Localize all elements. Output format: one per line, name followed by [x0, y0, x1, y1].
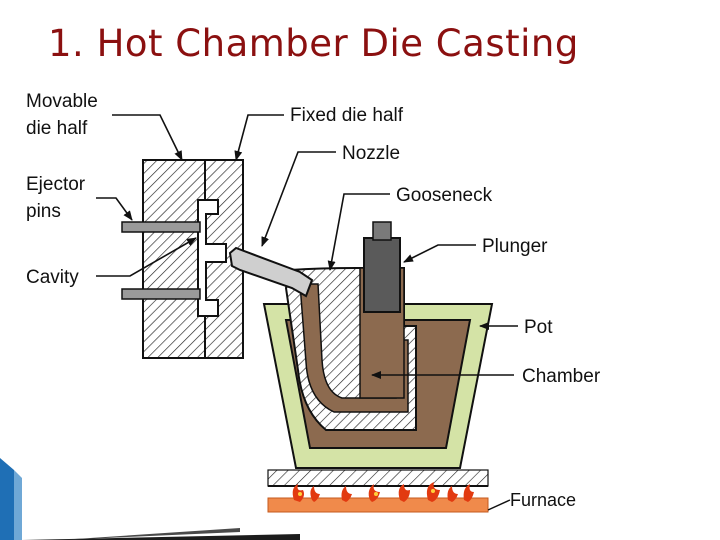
leader-furnace — [487, 499, 511, 511]
leader-movable-die-half — [112, 114, 183, 161]
slide-accent-lines — [0, 458, 300, 540]
label-ejector-pins-2: pins — [26, 201, 61, 222]
label-nozzle: Nozzle — [342, 143, 400, 164]
label-furnace: Furnace — [510, 490, 576, 510]
label-ejector-pins-1: Ejector — [26, 174, 86, 195]
leader-plunger — [403, 244, 476, 263]
leader-nozzle — [261, 151, 336, 247]
leader-fixed-die-half — [234, 114, 284, 161]
die-cavity — [197, 199, 227, 317]
plunger-rod — [372, 221, 392, 241]
furnace-flames — [292, 482, 474, 502]
label-movable-die-half-2: die half — [26, 118, 88, 139]
furnace-ground — [267, 469, 489, 487]
plunger — [363, 237, 401, 313]
label-chamber: Chamber — [522, 366, 601, 387]
label-plunger: Plunger — [482, 236, 548, 257]
leader-gooseneck — [327, 193, 390, 271]
movable-die-half — [142, 159, 206, 359]
ejector-pin-lower — [121, 288, 201, 300]
label-pot: Pot — [524, 317, 553, 338]
label-fixed-die-half: Fixed die half — [290, 105, 404, 126]
label-movable-die-half-1: Movable — [26, 91, 98, 112]
leader-ejector-pins — [96, 197, 133, 221]
slide-title: 1. Hot Chamber Die Casting — [48, 22, 579, 65]
label-gooseneck: Gooseneck — [396, 185, 493, 206]
ejector-pin-upper — [121, 221, 201, 233]
leader-cavity — [96, 237, 197, 277]
nozzle — [228, 246, 314, 298]
label-cavity: Cavity — [26, 267, 79, 288]
